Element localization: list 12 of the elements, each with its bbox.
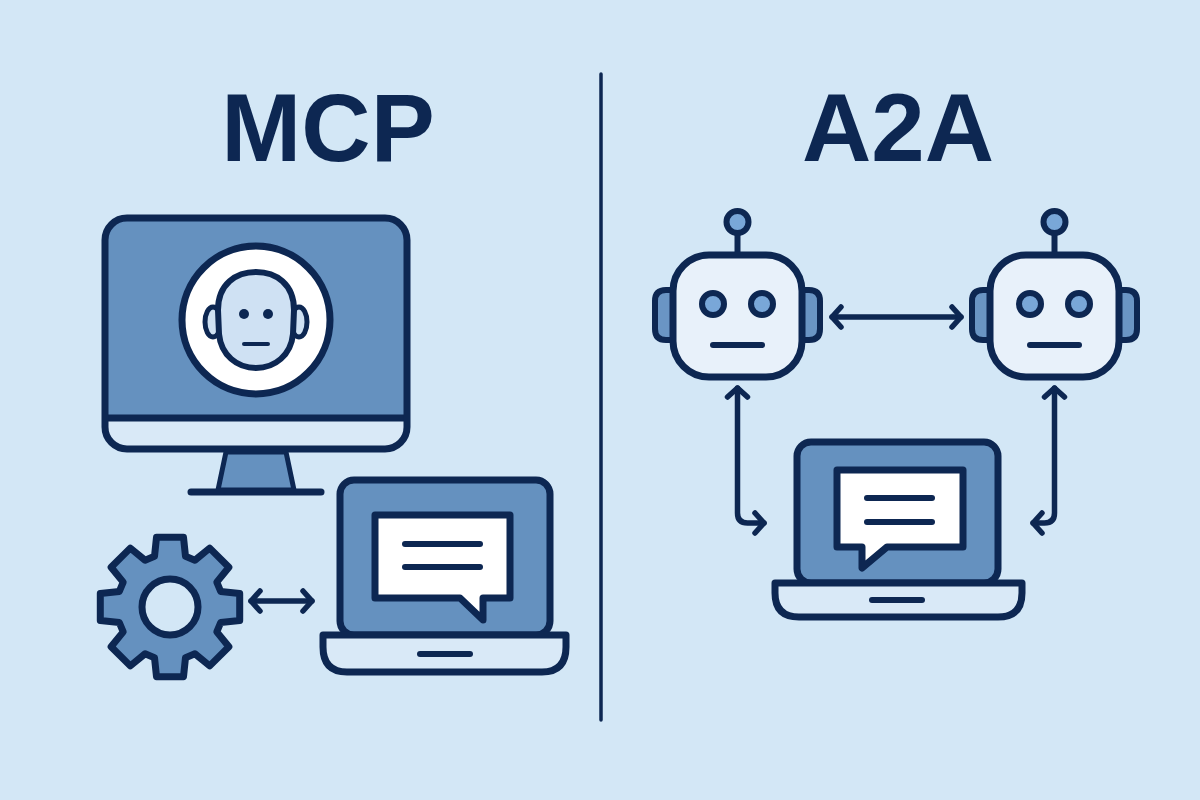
- gear-icon: [95, 532, 245, 682]
- double-arrow: [829, 304, 964, 330]
- laptop-icon: [318, 475, 571, 677]
- laptop-icon: [770, 437, 1027, 622]
- monitor-icon: [101, 214, 411, 497]
- robot-icon: [967, 207, 1143, 382]
- double-arrow: [248, 588, 315, 614]
- section-title: A2A: [802, 80, 994, 176]
- double-arrow: [724, 385, 767, 536]
- section-title: MCP: [221, 80, 435, 176]
- robot-icon: [650, 207, 826, 382]
- double-arrow: [1030, 385, 1068, 536]
